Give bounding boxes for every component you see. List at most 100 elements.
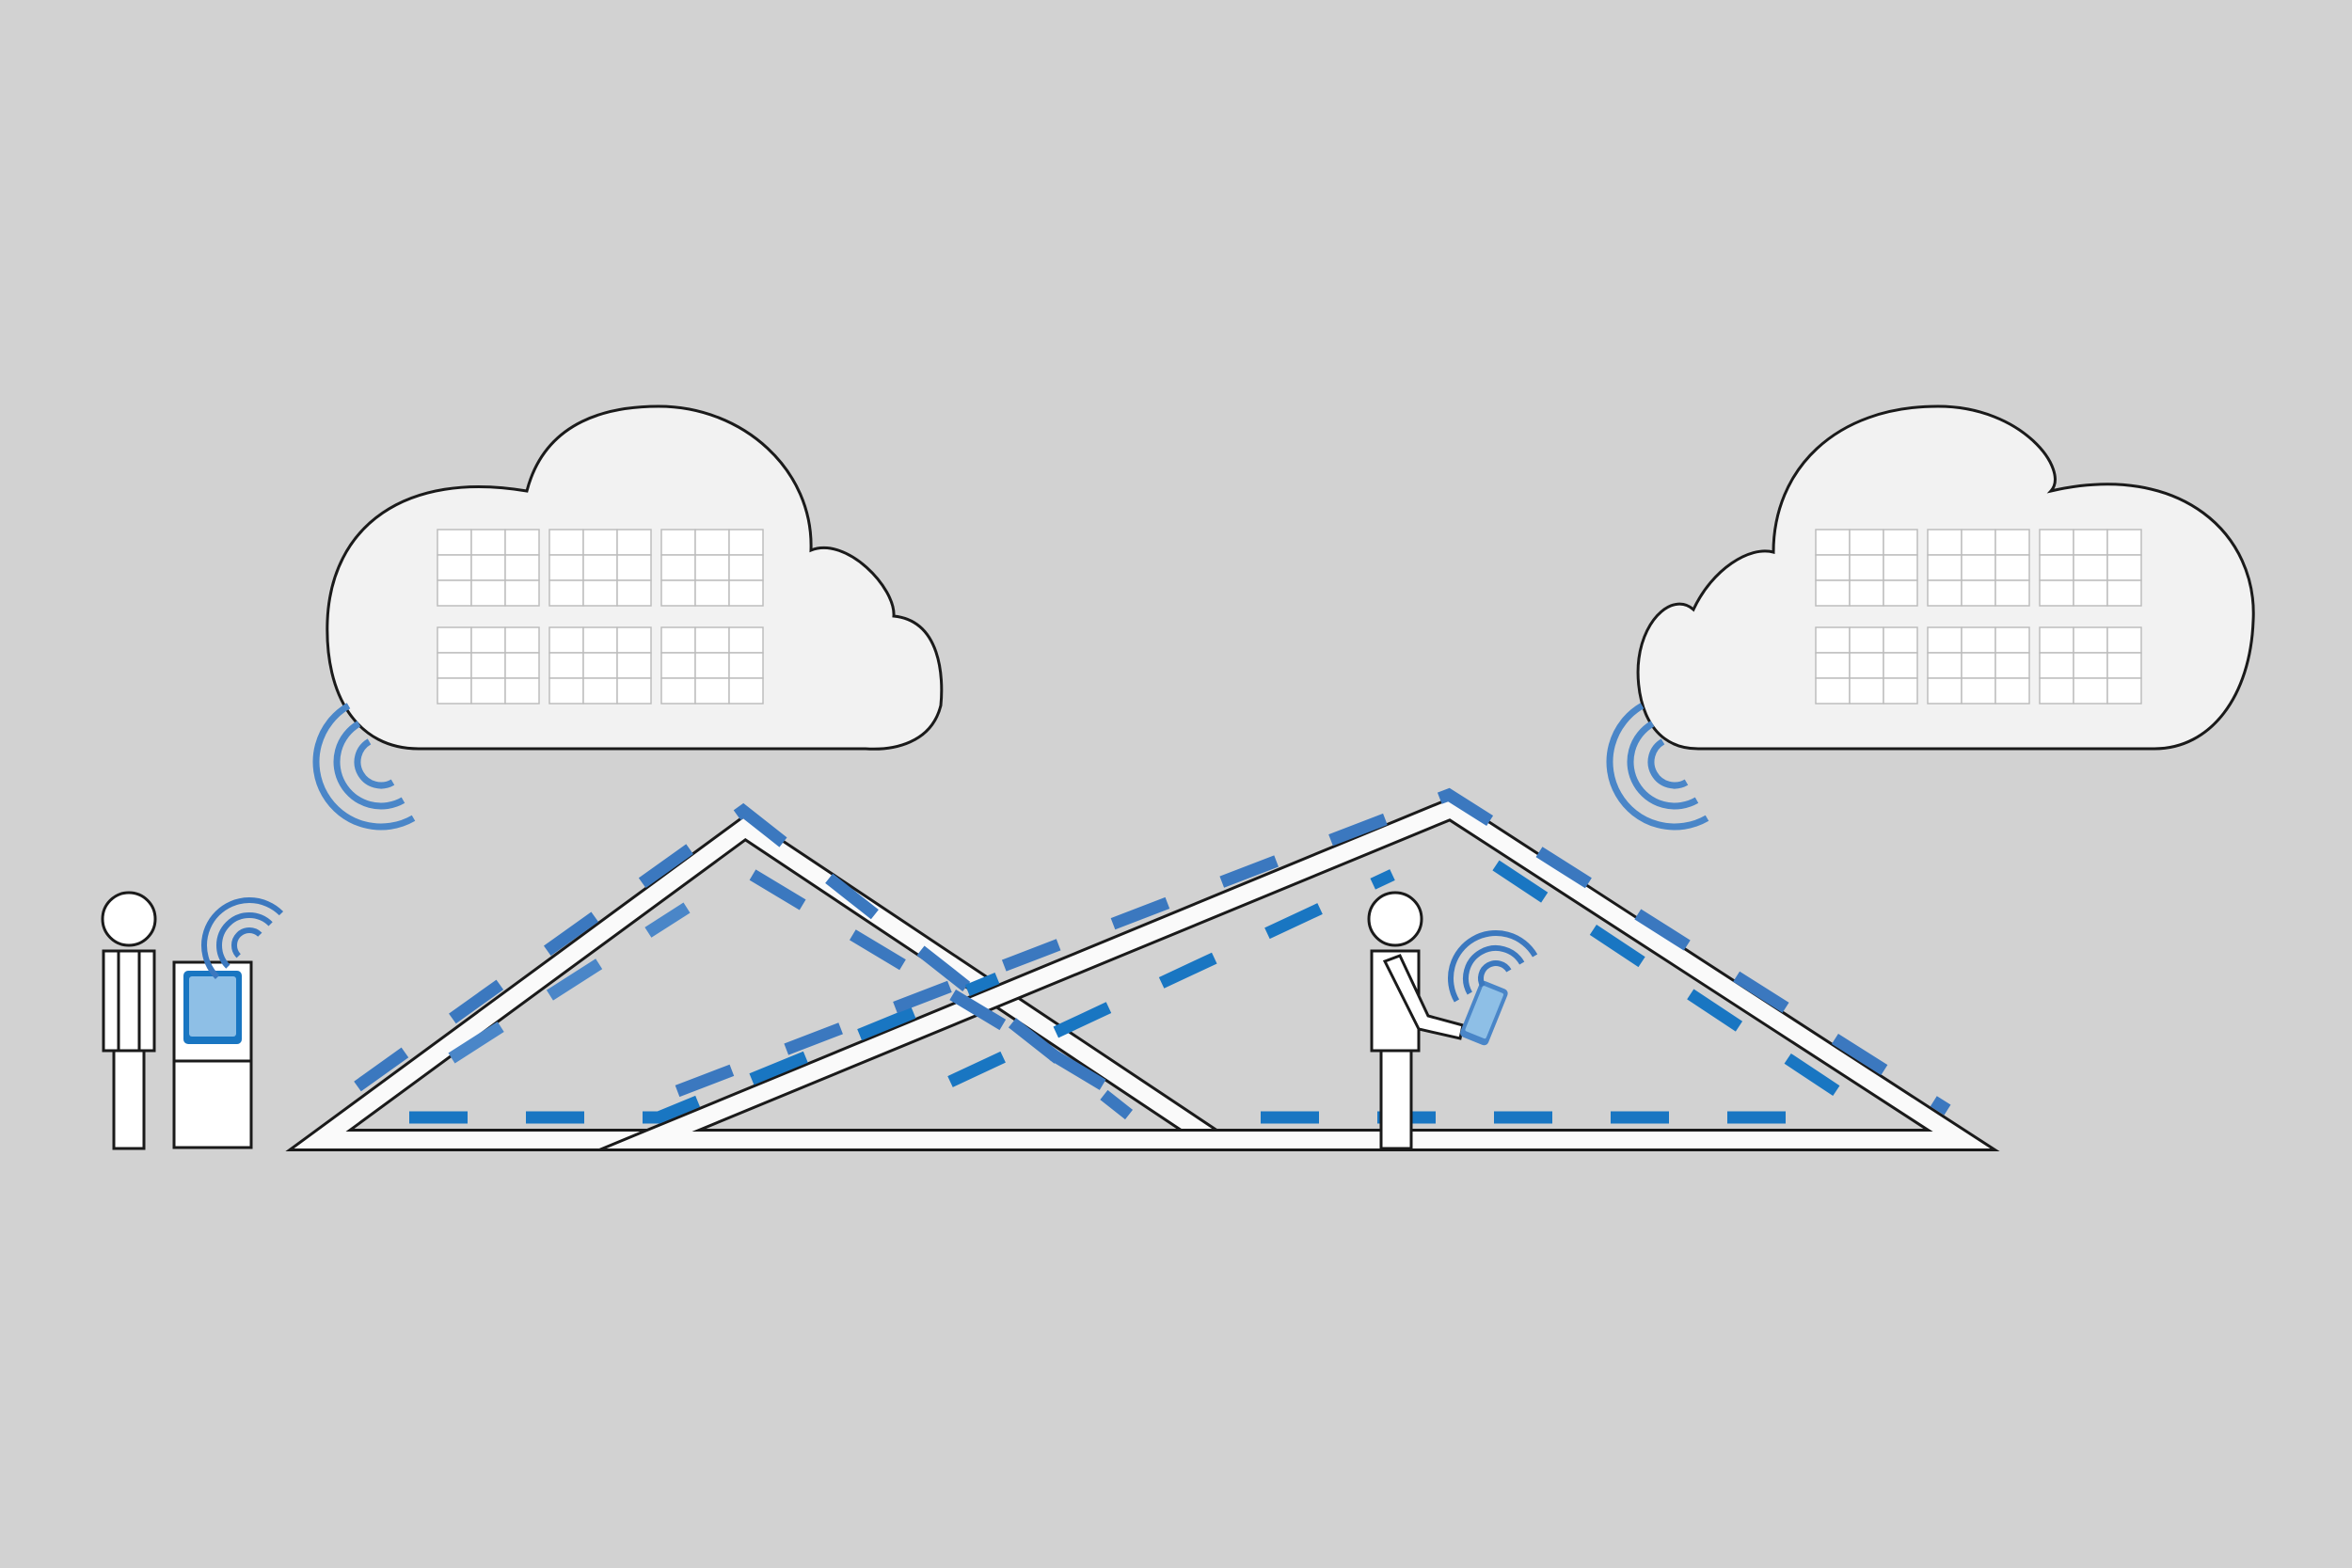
data-path-inner-diagonal	[448, 902, 691, 1064]
data-grid-icon	[437, 529, 540, 607]
grid-cell	[1883, 677, 1918, 705]
grid-cell	[660, 626, 696, 654]
grid-cell	[1961, 652, 1996, 679]
grid-cell	[1883, 554, 1918, 581]
grid-cell	[728, 677, 764, 705]
grid-cell	[1927, 579, 1963, 607]
grid-cell	[1815, 554, 1851, 581]
grid-cell	[2106, 579, 2142, 607]
grid-cell	[2106, 529, 2142, 556]
data-path-outer-right	[675, 787, 1951, 1116]
grid-cell	[470, 579, 506, 607]
data-path-left-downslope	[749, 869, 1133, 1106]
grid-cell	[1849, 677, 1884, 705]
grid-cell	[694, 579, 730, 607]
data-grid-icon	[437, 626, 540, 705]
data-grid-icon	[548, 626, 652, 705]
grid-cell	[1927, 529, 1963, 556]
grid-cell	[1849, 626, 1884, 654]
grid-cell	[548, 579, 584, 607]
grid-cell	[1994, 554, 2030, 581]
grid-cell	[660, 652, 696, 679]
grid-cell	[548, 626, 584, 654]
grid-cell	[504, 652, 540, 679]
grid-cell	[1961, 677, 1996, 705]
grid-cell	[1883, 579, 1918, 607]
grid-cell	[1927, 554, 1963, 581]
grid-cell	[1994, 529, 2030, 556]
grid-cell	[1961, 529, 1996, 556]
data-grid-icon	[1927, 529, 2030, 607]
grid-cell	[2039, 554, 2074, 581]
grid-cell	[660, 579, 696, 607]
grid-cell	[616, 554, 652, 581]
grid-cell	[2106, 626, 2142, 654]
left-cloud	[326, 404, 944, 751]
grid-cell	[582, 529, 618, 556]
grid-cell	[470, 677, 506, 705]
grid-cell	[660, 529, 696, 556]
grid-cell	[2039, 652, 2074, 679]
data-grid-icon	[1927, 626, 2030, 705]
grid-cell	[2073, 579, 2108, 607]
grid-cell	[504, 579, 540, 607]
grid-cell	[728, 554, 764, 581]
grid-cell-filled	[1849, 554, 1884, 581]
data-grid-icon	[2039, 529, 2142, 607]
grid-cell	[1815, 579, 1851, 607]
grid-cell	[504, 626, 540, 654]
grid-cell-filled	[2073, 652, 2108, 679]
data-grid-icon	[2039, 626, 2142, 705]
data-path-right-inner-slope	[1492, 860, 1848, 1101]
grid-cell	[694, 677, 730, 705]
grid-cell	[470, 529, 506, 556]
grid-cell	[660, 554, 696, 581]
grid-cell	[616, 529, 652, 556]
grid-cell	[2039, 677, 2074, 705]
wireless-signal-icon	[1606, 703, 1709, 831]
grid-cell	[2106, 652, 2142, 679]
data-path-inner-left	[409, 972, 1000, 1124]
grid-cell	[548, 677, 584, 705]
grid-cell-filled	[616, 579, 652, 607]
grid-cell-filled	[504, 554, 540, 581]
grid-cell	[660, 677, 696, 705]
grid-cell-filled	[1927, 677, 1963, 705]
grid-cell	[1994, 626, 2030, 654]
ticket-machine-icon	[172, 960, 253, 1149]
grid-cell	[1927, 626, 1963, 654]
grid-cell	[694, 626, 730, 654]
grid-cell	[1815, 677, 1851, 705]
grid-cell	[728, 652, 764, 679]
data-grid-icon	[1815, 529, 1918, 607]
grid-cell	[2073, 554, 2108, 581]
grid-cell	[728, 579, 764, 607]
grid-cell	[582, 579, 618, 607]
grid-cell	[437, 554, 472, 581]
grid-cell-filled	[582, 677, 618, 705]
grid-cell-filled	[694, 652, 730, 679]
person-icon	[1367, 891, 1465, 1150]
grid-cell	[2106, 677, 2142, 705]
grid-cell	[2073, 626, 2108, 654]
grid-cell-filled	[728, 529, 764, 556]
grid-cell	[2039, 626, 2074, 654]
grid-cell	[548, 652, 584, 679]
data-path-mid-slope	[947, 869, 1395, 1087]
grid-cell	[694, 554, 730, 581]
grid-cell	[1849, 579, 1884, 607]
grid-cell	[1849, 652, 1884, 679]
data-path-outer-left	[354, 802, 1134, 1120]
grid-cell	[437, 677, 472, 705]
cloud-data-grids	[1815, 529, 2142, 705]
right-cloud	[1636, 404, 2255, 751]
grid-cell	[548, 529, 584, 556]
grid-cell	[616, 626, 652, 654]
grid-cell	[2039, 529, 2074, 556]
grid-cell-filled	[1961, 579, 1996, 607]
grid-cell	[1883, 652, 1918, 679]
grid-cell	[2073, 677, 2108, 705]
wireless-signal-icon	[1448, 930, 1538, 1003]
grid-cell	[582, 554, 618, 581]
